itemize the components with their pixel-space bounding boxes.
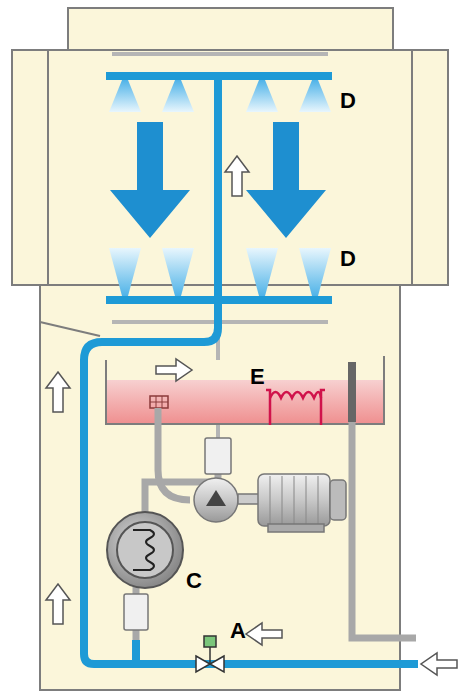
spray-cone	[299, 80, 331, 112]
spray-cone	[109, 80, 141, 112]
spray-cone	[246, 80, 278, 112]
spray-cone	[299, 248, 331, 296]
direction-arrows	[46, 156, 457, 675]
drain-rod	[348, 362, 356, 422]
spray-cone	[246, 248, 278, 296]
housing	[12, 8, 448, 690]
heater-cylinder	[107, 512, 183, 630]
solenoid-valve	[196, 636, 224, 672]
callout-letter: E	[250, 366, 265, 388]
spray-cone	[162, 80, 194, 112]
spray-cone	[109, 248, 141, 296]
callout-letter: C	[186, 570, 202, 592]
grey-pipes	[136, 370, 416, 640]
spray-cone	[162, 248, 194, 296]
supply-pipe	[84, 76, 418, 664]
pump-motor	[194, 474, 346, 532]
filter	[205, 438, 231, 474]
callout-letter: A	[230, 620, 246, 642]
callout-letter: D	[340, 248, 356, 270]
water-tank	[106, 356, 384, 425]
callout-letter: D	[340, 90, 356, 112]
